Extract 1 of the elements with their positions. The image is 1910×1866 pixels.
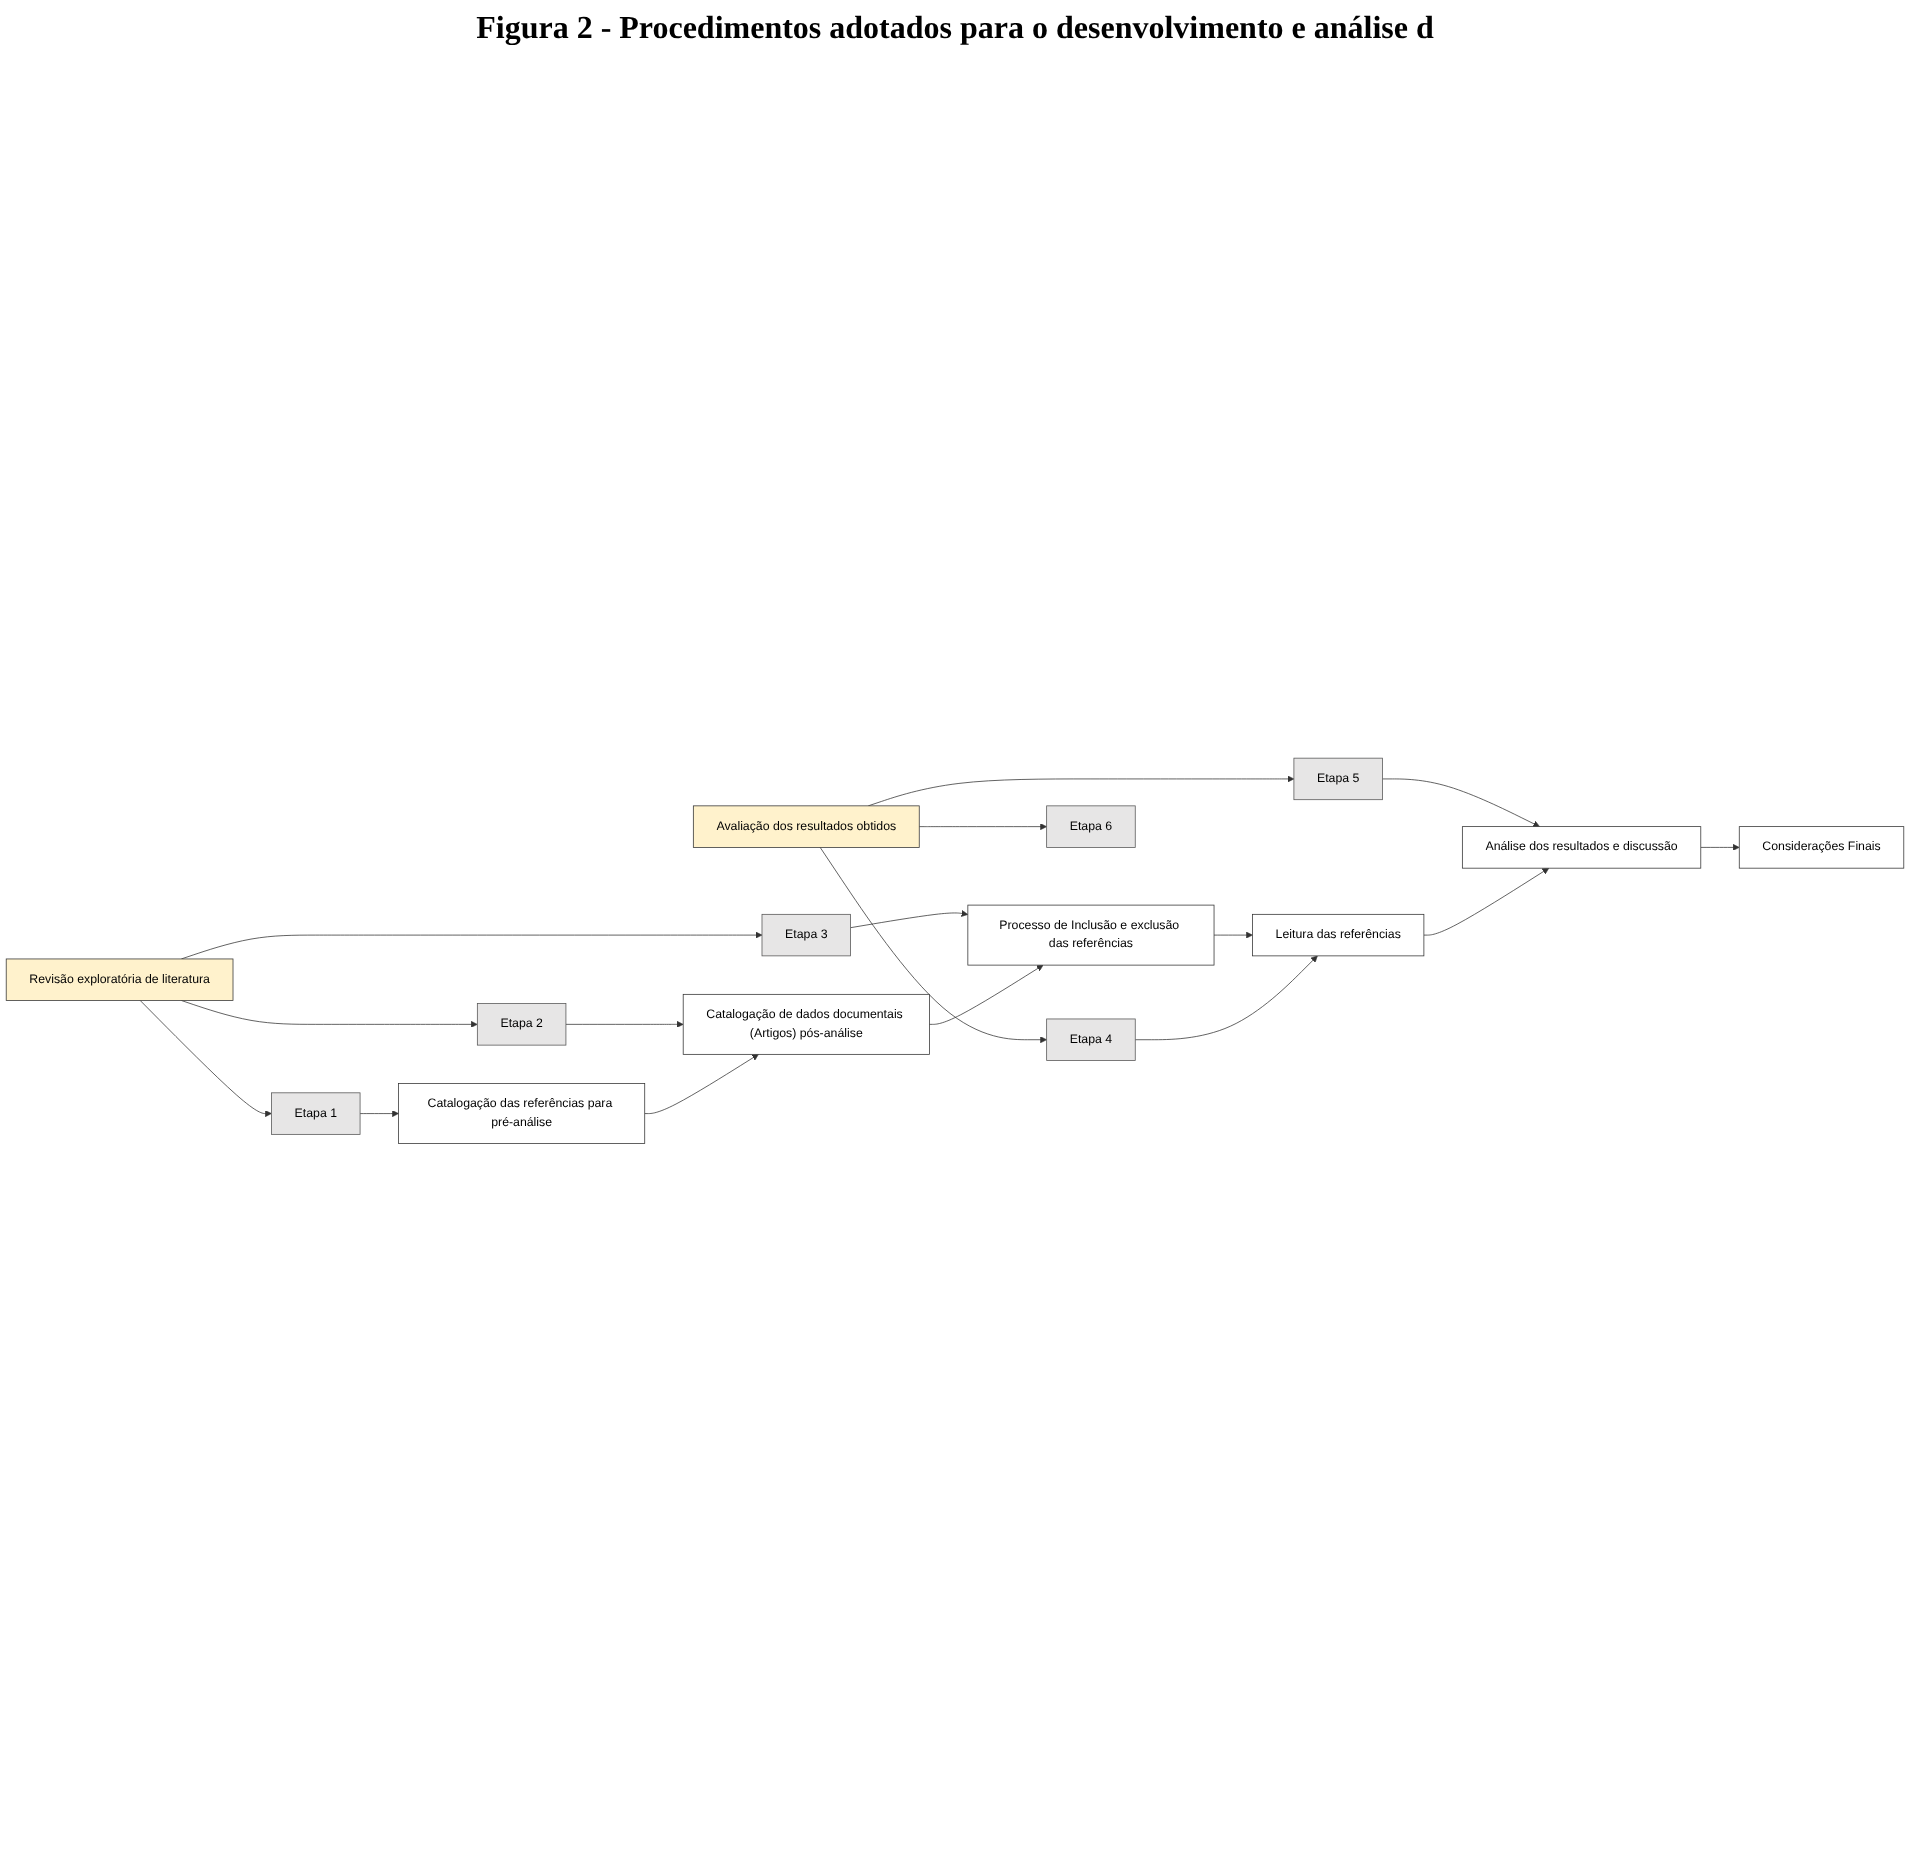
figure-title: Figura 2 - Procedimentos adotados para o desenvolvimento e análise d xyxy=(474,12,1436,48)
